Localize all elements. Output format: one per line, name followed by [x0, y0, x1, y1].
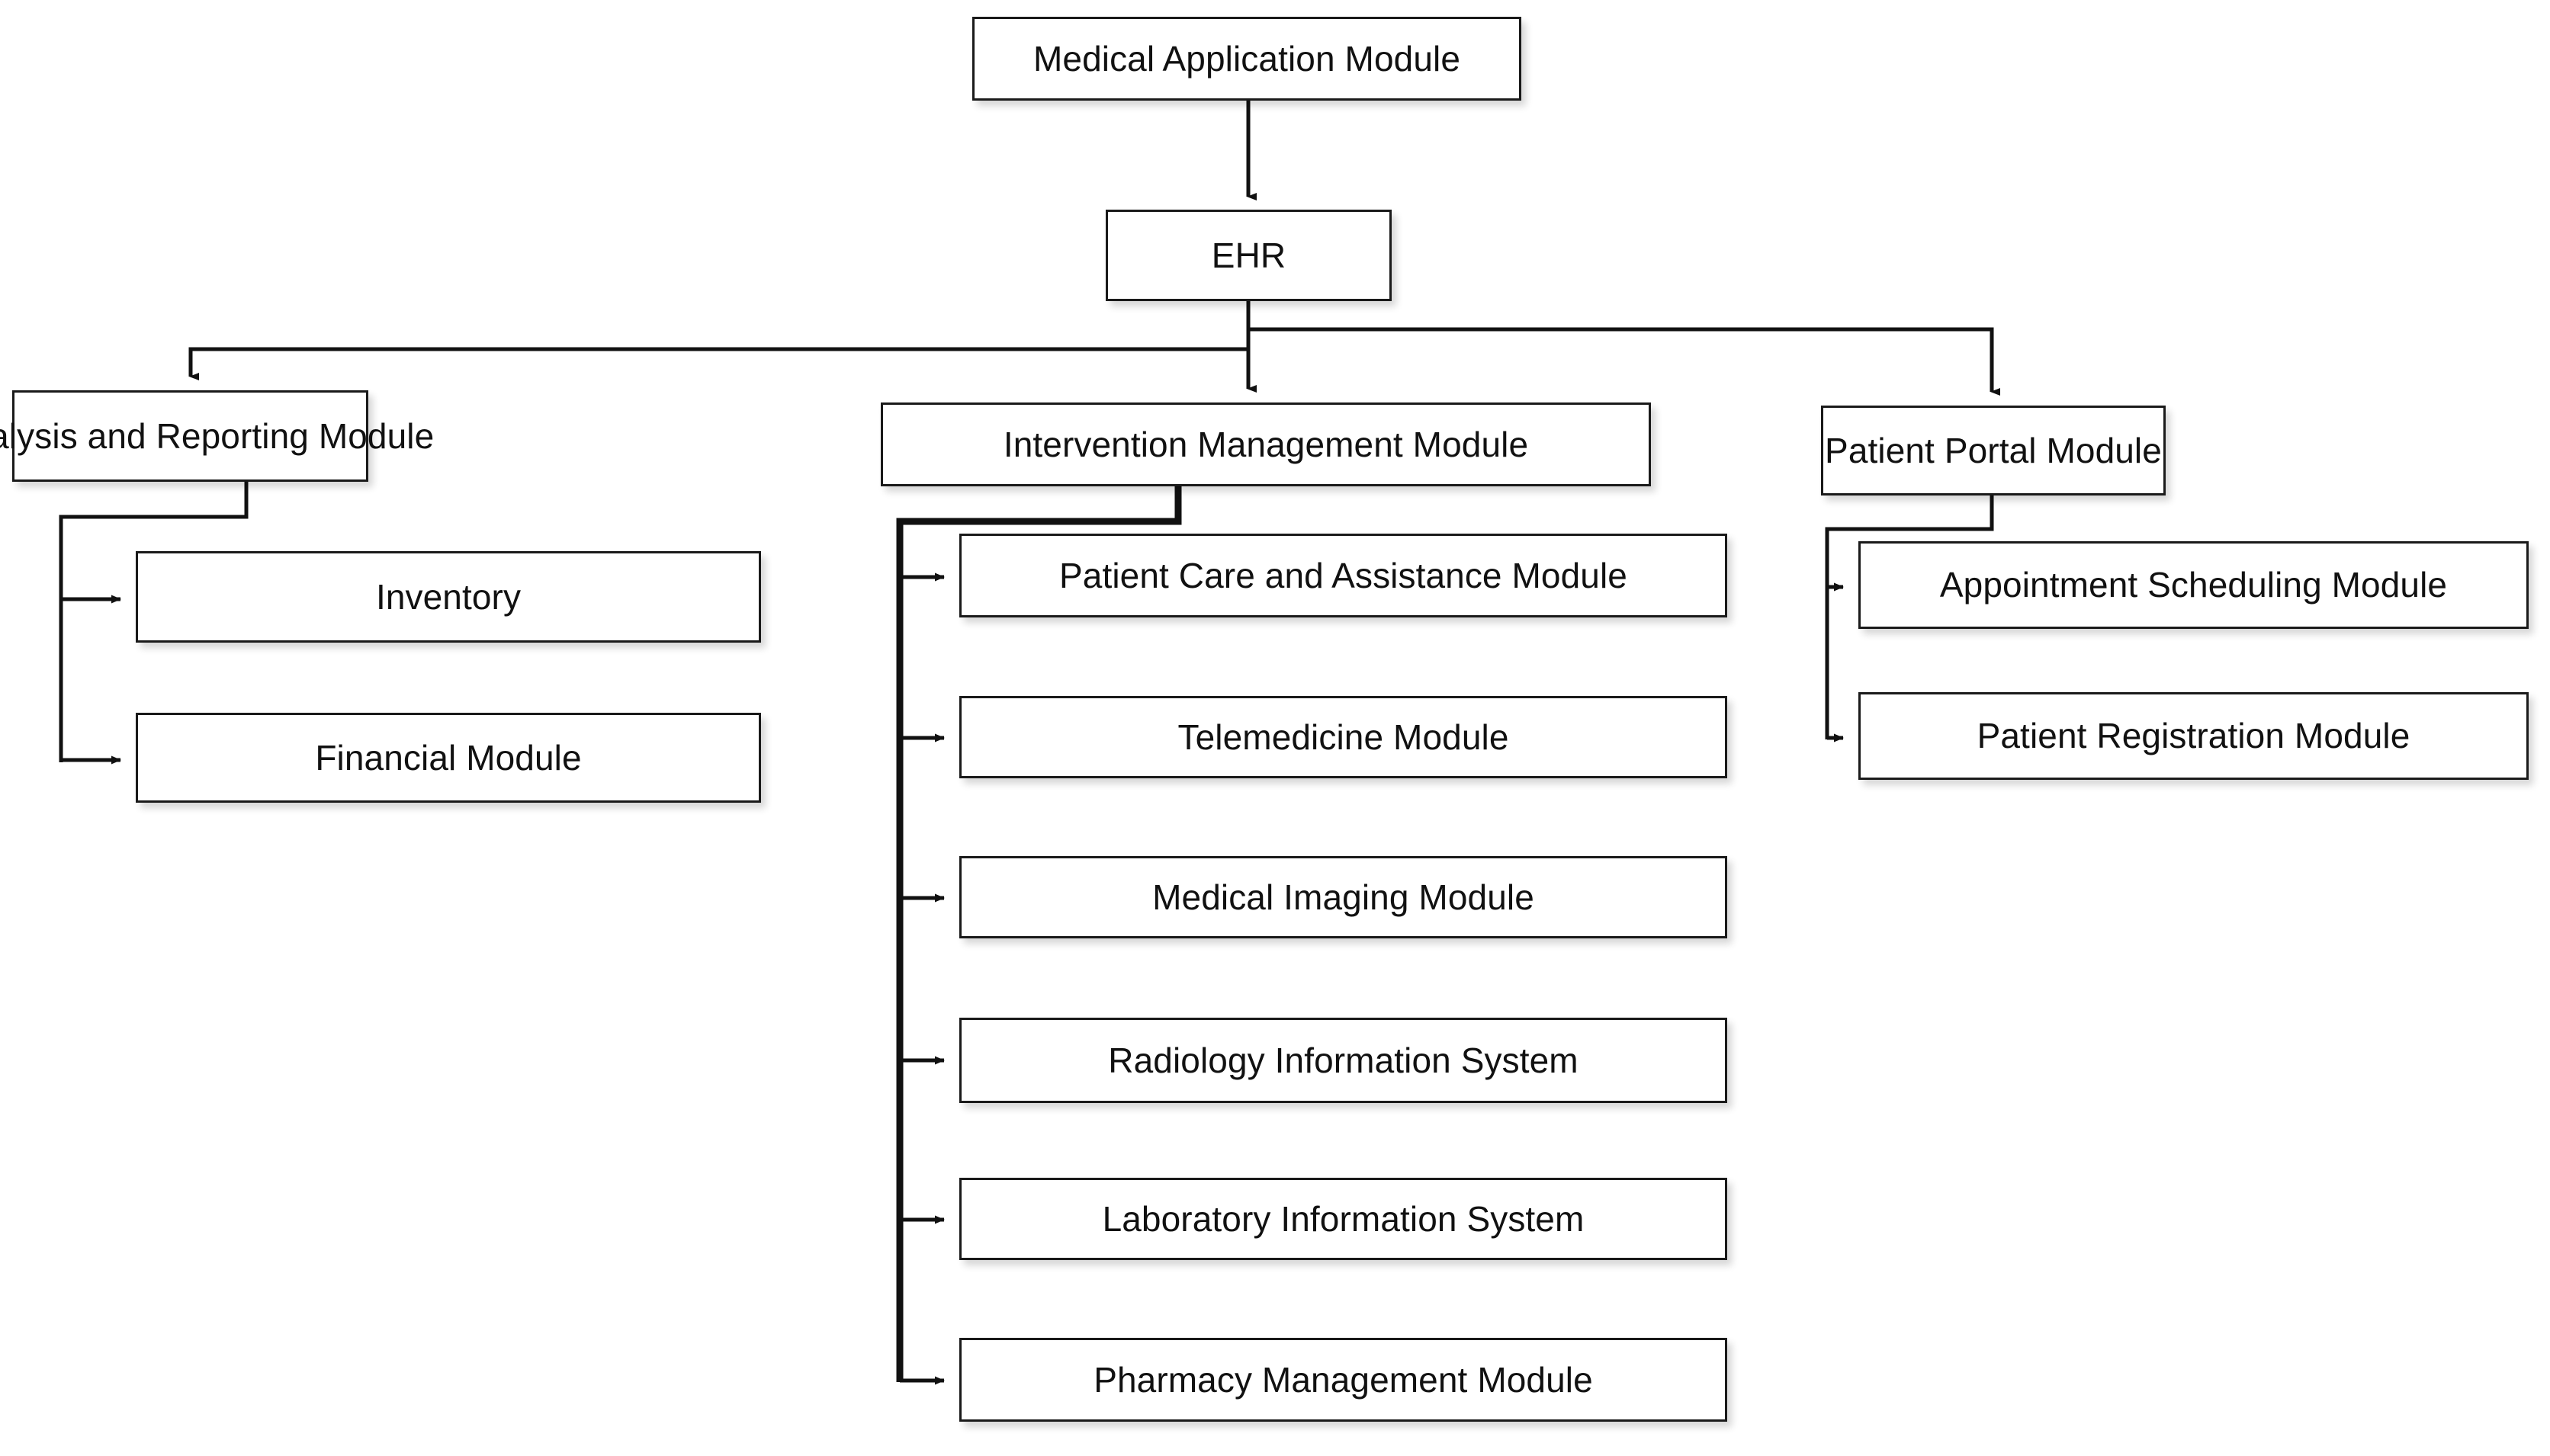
node-intervention-management-module[interactable]: Intervention Management Module [881, 402, 1651, 486]
node-label: Patient Portal Module [1825, 430, 2162, 470]
node-label: Pharmacy Management Module [1094, 1359, 1593, 1400]
node-label: Patient Registration Module [1977, 716, 2410, 756]
node-label: Medical Application Module [1033, 38, 1461, 79]
node-label: Financial Module [315, 737, 582, 778]
node-analysis-and-reporting-module[interactable]: Analysis and Reporting Module [0, 390, 434, 482]
node-pharmacy-management-module[interactable]: Pharmacy Management Module [959, 1338, 1727, 1422]
node-label: Radiology Information System [1108, 1040, 1578, 1080]
node-patient-registration-module[interactable]: Patient Registration Module [1858, 692, 2529, 780]
node-label: Telemedicine Module [1177, 717, 1509, 757]
node-label: Inventory [375, 576, 522, 617]
node-appointment-scheduling-module[interactable]: Appointment Scheduling Module [1858, 541, 2529, 629]
node-label: Patient Care and Assistance Module [1059, 555, 1627, 595]
node-label: Analysis and Reporting Module [0, 415, 435, 456]
node-financial-module[interactable]: Financial Module [136, 713, 761, 803]
node-laboratory-information-system[interactable]: Laboratory Information System [959, 1178, 1727, 1260]
node-label: Intervention Management Module [1003, 424, 1529, 464]
edge-ehr-to-analysis-reporting [188, 301, 1251, 380]
node-medical-application-module[interactable]: Medical Application Module [972, 17, 1521, 101]
node-patient-portal-module[interactable]: Patient Portal Module [1821, 406, 2166, 495]
node-label: Laboratory Information System [1102, 1198, 1585, 1239]
node-radiology-information-system[interactable]: Radiology Information System [959, 1018, 1727, 1103]
node-inventory[interactable]: Inventory [136, 551, 761, 643]
edge-ehr-to-patient-portal [1246, 301, 2000, 396]
node-patient-care-and-assistance-module[interactable]: Patient Care and Assistance Module [959, 534, 1727, 617]
node-telemedicine-module[interactable]: Telemedicine Module [959, 696, 1727, 778]
node-label: Medical Imaging Module [1152, 877, 1534, 917]
node-medical-imaging-module[interactable]: Medical Imaging Module [959, 856, 1727, 938]
node-label: Appointment Scheduling Module [1939, 565, 2448, 605]
node-ehr[interactable]: EHR [1106, 210, 1392, 301]
node-label: EHR [1211, 235, 1286, 275]
